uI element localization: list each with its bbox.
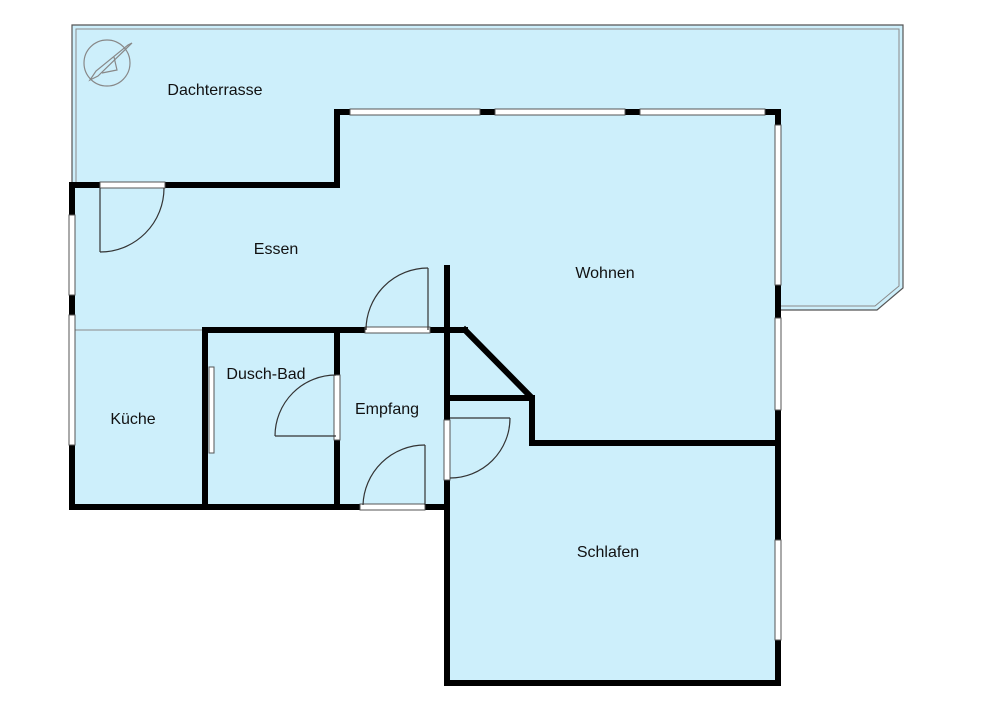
door-empfang-entrance [362, 444, 426, 506]
window [774, 124, 782, 286]
door-essen-terrace [99, 187, 165, 253]
room-label-empfang: Empfang [355, 401, 419, 418]
room-label-kueche: Küche [110, 411, 155, 428]
window [349, 108, 481, 116]
room-label-dusch-bad: Dusch-Bad [226, 366, 305, 383]
room-label-wohnen: Wohnen [575, 265, 634, 282]
door-schlafen [449, 417, 511, 479]
window [364, 326, 431, 334]
window [68, 214, 76, 296]
walls [69, 109, 781, 686]
room-label-dachterrasse: Dachterrasse [167, 82, 262, 99]
window [359, 503, 426, 511]
door-empfang-top [365, 267, 429, 331]
window [68, 314, 76, 446]
terrace-area [71, 24, 904, 311]
window [208, 366, 215, 454]
window [774, 317, 782, 411]
window [774, 539, 782, 641]
compass-icon [83, 39, 133, 87]
door-dusch-bad [274, 374, 337, 437]
window [333, 374, 341, 441]
room-label-schlafen: Schlafen [577, 544, 639, 561]
interior-floor [72, 112, 778, 683]
window [494, 108, 626, 116]
window [99, 181, 166, 189]
window [639, 108, 766, 116]
window [443, 419, 451, 481]
windows [68, 108, 782, 641]
doors [99, 187, 511, 506]
room-label-essen: Essen [254, 241, 298, 258]
